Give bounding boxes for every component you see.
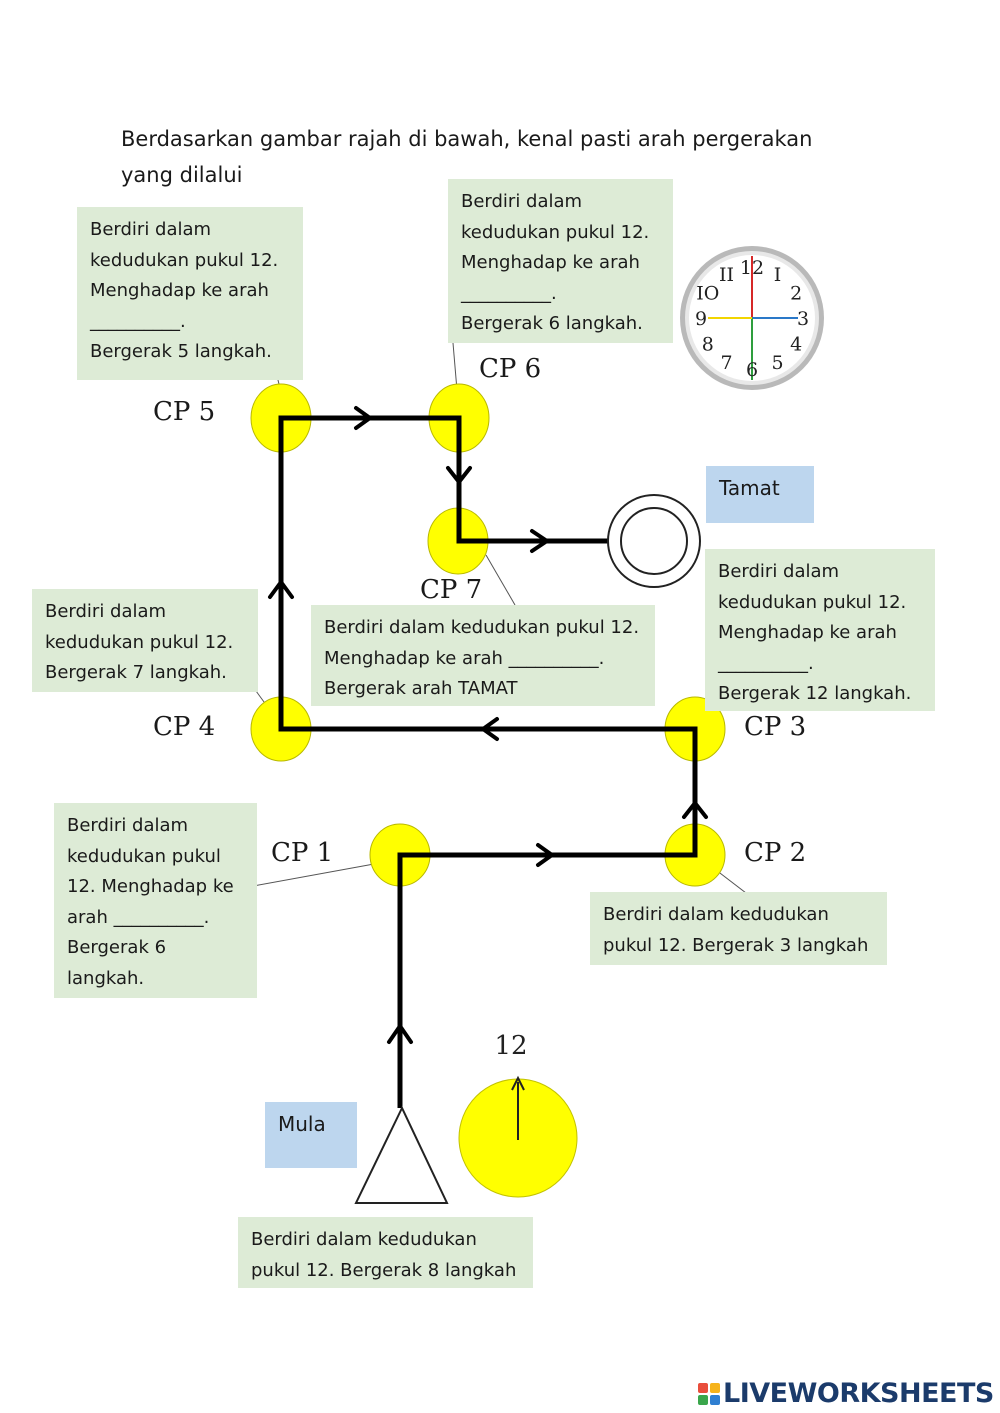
brand-logo-icon bbox=[698, 1382, 720, 1405]
clock-numeral: 9 bbox=[695, 308, 707, 330]
clock-numeral: 2 bbox=[790, 283, 802, 305]
cp1-label: CP 1 bbox=[271, 838, 334, 868]
cp7-label: CP 7 bbox=[420, 575, 483, 605]
instruction-line-1: Berdasarkan gambar rajah di bawah, kenal… bbox=[121, 127, 813, 151]
cp5-label: CP 5 bbox=[153, 397, 216, 427]
pointer-cp2 bbox=[715, 869, 747, 894]
box-line: Bergerak 12 langkah. bbox=[718, 683, 912, 704]
reference-clock bbox=[680, 246, 824, 390]
box-line: kedudukan pukul bbox=[67, 845, 221, 867]
box-line: Berdiri dalam kedudukan bbox=[251, 1229, 477, 1250]
answer-blank[interactable]: __________. bbox=[461, 282, 557, 304]
answer-blank[interactable]: __________. bbox=[718, 652, 814, 674]
box-line: kedudukan pukul 12. bbox=[45, 631, 234, 653]
arrow-up-cp4 bbox=[268, 580, 294, 599]
box-line: Bergerak 6 langkah. bbox=[461, 313, 643, 334]
clock-numeral: 4 bbox=[790, 334, 802, 356]
cp6-label: CP 6 bbox=[479, 354, 542, 384]
box-line: kedudukan pukul 12. bbox=[90, 249, 279, 271]
box-line: Berdiri dalam kedudukan pukul 12. bbox=[324, 617, 640, 638]
arrow-right-cp7 bbox=[530, 529, 549, 553]
start-facing-clock bbox=[458, 1075, 578, 1198]
answer-blank[interactable]: __________. bbox=[90, 310, 186, 332]
instruction-box-mula: Berdiri dalam kedudukan pukul 12. Berger… bbox=[238, 1217, 533, 1288]
instruction-box-cp2: Berdiri dalam kedudukan pukul 12. Berger… bbox=[590, 892, 887, 965]
instruction-box-cp7: Berdiri dalam kedudukan pukul 12. Mengha… bbox=[311, 605, 655, 706]
clock-numeral: 7 bbox=[720, 352, 732, 374]
footer-brand[interactable]: LIVEWORKSHEETS bbox=[698, 1378, 994, 1409]
box-line: Bergerak arah TAMAT bbox=[324, 678, 518, 699]
start-label: Mula bbox=[265, 1102, 357, 1168]
clock-numeral: I bbox=[774, 264, 782, 286]
clock-numeral: 6 bbox=[746, 359, 758, 381]
instruction-box-cp5: Berdiri dalam kedudukan pukul 12. Mengha… bbox=[77, 207, 303, 380]
box-line: Menghadap ke arah bbox=[461, 252, 640, 273]
instruction-box-cp6: Berdiri dalam kedudukan pukul 12. Mengha… bbox=[448, 179, 673, 343]
box-line: 12. Menghadap ke bbox=[67, 876, 234, 897]
arrow-left-cp3 bbox=[481, 717, 499, 741]
arrow-up-cp2 bbox=[682, 801, 708, 819]
box-line: Berdiri dalam bbox=[718, 561, 840, 582]
box-line: kedudukan pukul 12. bbox=[461, 221, 650, 243]
arrow-right-cp5 bbox=[354, 406, 372, 430]
box-line: kedudukan pukul 12. bbox=[718, 591, 907, 613]
box-line: Berdiri dalam bbox=[461, 191, 583, 212]
clock-numeral: 12 bbox=[740, 257, 764, 279]
brand-name: LIVEWORKSHEETS bbox=[723, 1378, 994, 1409]
box-line: Bergerak 5 langkah. bbox=[90, 341, 272, 362]
answer-blank[interactable]: arah __________. bbox=[67, 906, 210, 928]
box-line: Bergerak 6 bbox=[67, 937, 167, 958]
box-line: Berdiri dalam kedudukan bbox=[603, 904, 829, 925]
start-triangle bbox=[354, 1105, 449, 1204]
instruction-box-cp3: Berdiri dalam kedudukan pukul 12. Mengha… bbox=[705, 549, 935, 711]
end-label: Tamat bbox=[706, 466, 814, 523]
box-line: Menghadap ke arah bbox=[718, 622, 897, 643]
cp2-label: CP 2 bbox=[744, 838, 807, 868]
arrow-down-cp6 bbox=[446, 466, 472, 484]
start-clock-label: 12 bbox=[494, 1031, 527, 1061]
route-line bbox=[278, 415, 698, 1108]
answer-blank[interactable]: Menghadap ke arah __________. bbox=[324, 647, 605, 669]
box-line: Berdiri dalam bbox=[45, 601, 167, 622]
arrow-right-cp1 bbox=[536, 843, 554, 867]
box-line: Berdiri dalam bbox=[90, 219, 212, 240]
box-line: Menghadap ke arah bbox=[90, 280, 269, 301]
clock-numeral: 3 bbox=[797, 308, 809, 330]
instruction-box-cp4: Berdiri dalam kedudukan pukul 12. Berger… bbox=[32, 589, 258, 692]
cp4-label: CP 4 bbox=[153, 712, 216, 742]
pointer-cp1 bbox=[247, 863, 375, 888]
arrow-up-start bbox=[387, 1024, 413, 1044]
cp3-label: CP 3 bbox=[744, 712, 807, 742]
worksheet-instruction: Berdasarkan gambar rajah di bawah, kenal… bbox=[121, 121, 881, 193]
box-line: pukul 12. Bergerak 3 langkah bbox=[603, 934, 869, 956]
clock-numeral: 5 bbox=[771, 352, 783, 374]
box-line: Berdiri dalam bbox=[67, 815, 189, 836]
instruction-line-2: yang dilalui bbox=[121, 163, 243, 187]
finish-target bbox=[607, 494, 701, 588]
clock-numeral: 8 bbox=[702, 334, 714, 356]
box-line: Bergerak 7 langkah. bbox=[45, 662, 227, 683]
instruction-box-cp1: Berdiri dalam kedudukan pukul 12. Mengha… bbox=[54, 803, 257, 998]
box-line: pukul 12. Bergerak 8 langkah bbox=[251, 1259, 517, 1281]
clock-numeral: IO bbox=[696, 283, 719, 305]
clock-numeral: II bbox=[719, 264, 734, 286]
pointer-cp7 bbox=[485, 554, 516, 606]
box-line: langkah. bbox=[67, 967, 145, 989]
